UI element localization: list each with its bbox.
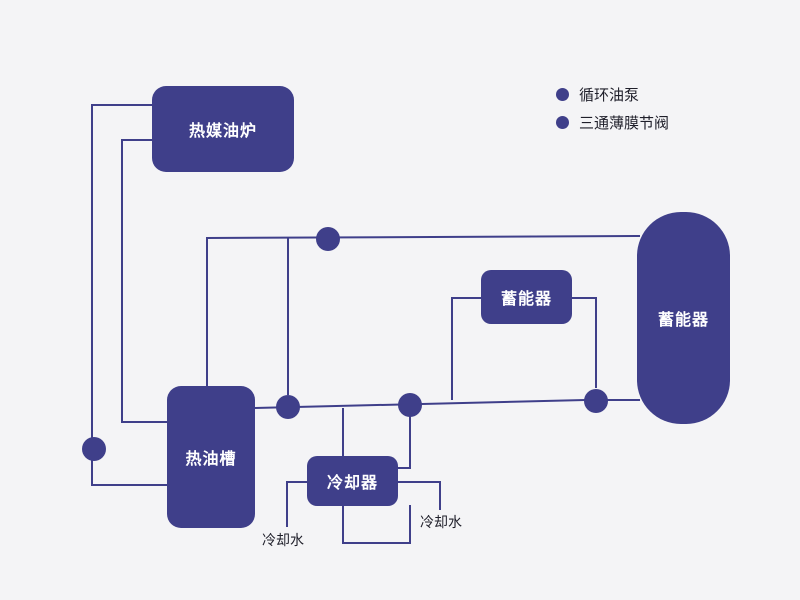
legend: 循环油泵 三通薄膜节阀 bbox=[556, 80, 669, 136]
hot-oil-tank-box: 热油槽 bbox=[167, 386, 255, 528]
pump-circle-left bbox=[82, 437, 106, 461]
pipe-furnace-outer bbox=[91, 104, 152, 440]
pump-legend-icon bbox=[556, 87, 569, 101]
cooling-water-right-label: 冷却水 bbox=[420, 515, 462, 531]
valve-circle-center bbox=[398, 393, 422, 417]
junctions bbox=[82, 227, 608, 461]
pipe-furnace-inner bbox=[121, 139, 168, 423]
cooling-water-left-label: 冷却水 bbox=[262, 533, 304, 549]
valve-legend-icon bbox=[556, 115, 569, 129]
pipe-cooler-top bbox=[398, 416, 411, 469]
valve-circle-right bbox=[584, 389, 608, 413]
pipe-cooling-water-left-in bbox=[286, 481, 307, 527]
legend-label: 循环油泵 bbox=[579, 85, 640, 104]
cooler-label: 冷却器 bbox=[326, 473, 378, 492]
valve-circle-top bbox=[316, 227, 340, 251]
furnace-label: 热媒油炉 bbox=[188, 121, 257, 140]
legend-item-pump: 循环油泵 bbox=[556, 80, 669, 108]
legend-label: 三通薄膜节阀 bbox=[579, 113, 670, 132]
pipe-tank-bottom-left bbox=[91, 460, 168, 486]
large-accumulator-label: 蓄能器 bbox=[657, 310, 709, 329]
pipe-cooler-bottom bbox=[342, 505, 411, 544]
pump-circle-mid bbox=[276, 395, 300, 419]
hot-oil-tank-label: 热油槽 bbox=[185, 449, 237, 468]
furnace-box: 热媒油炉 bbox=[152, 86, 294, 172]
pipe-accumulator-loop bbox=[451, 297, 485, 400]
pipe-cooling-water-right-out bbox=[398, 481, 441, 510]
small-accumulator-box: 蓄能器 bbox=[481, 270, 572, 324]
large-accumulator-box: 蓄能器 bbox=[637, 212, 730, 424]
small-accumulator-label: 蓄能器 bbox=[500, 289, 552, 308]
cooler-box: 冷却器 bbox=[307, 456, 398, 506]
legend-item-valve: 三通薄膜节阀 bbox=[556, 108, 669, 136]
pipe-top-main bbox=[206, 235, 641, 388]
pipe-accumulator-right bbox=[571, 297, 597, 388]
